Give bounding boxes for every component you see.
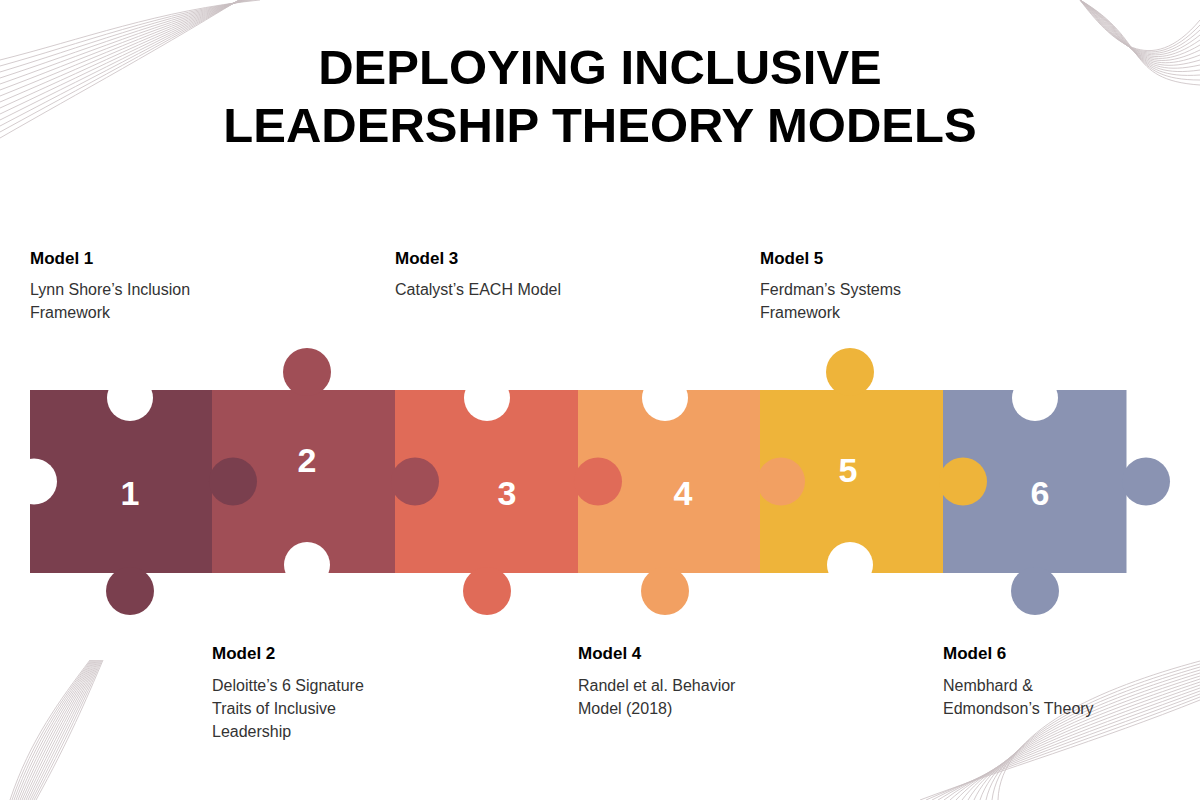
piece-knob [574,458,622,506]
piece-knob [209,458,257,506]
piece-knob [463,567,511,615]
puzzle-pieces [11,348,1170,615]
piece-number: 4 [674,473,693,513]
piece-notch [284,542,330,588]
puzzle-piece: Model 5Ferdman’s Systems Framework5 [760,390,943,573]
model-label: Model 5 [760,248,960,270]
piece-knob [757,458,805,506]
piece-knob [391,458,439,506]
piece-knob [826,348,874,396]
model-label: Model 1 [30,248,230,270]
piece-knob [1011,567,1059,615]
piece-knob [283,348,331,396]
model-description: Nembhard & Edmondson’s Theory [943,674,1133,720]
piece-number: 6 [1031,473,1050,513]
piece-number: 1 [121,473,140,513]
piece-notch [642,375,688,421]
puzzle-piece: Model 6Nembhard & Edmondson’s Theory6 [943,390,1126,573]
model-description: Ferdman’s Systems Framework [760,278,950,324]
piece-notch [827,542,873,588]
puzzle-piece: Model 3Catalyst’s EACH Model3 [395,390,578,573]
piece-notch [464,375,510,421]
puzzle-piece: Model 1Lynn Shore’s Inclusion Framework1 [30,390,213,573]
piece-notch [107,375,153,421]
model-description: Lynn Shore’s Inclusion Framework [30,278,220,324]
model-description: Deloitte’s 6 Signature Traits of Inclusi… [212,674,402,743]
piece-knob [106,567,154,615]
piece-number: 2 [298,440,317,480]
model-label: Model 4 [578,643,778,665]
piece-number: 5 [839,450,858,490]
piece-number: 3 [498,473,517,513]
model-description: Catalyst’s EACH Model [395,278,585,301]
piece-notch [11,459,57,505]
piece-knob [939,458,987,506]
model-label: Model 6 [943,643,1143,665]
piece-notch [1012,375,1058,421]
piece-knob [641,567,689,615]
puzzle-piece: Model 2Deloitte’s 6 Signature Traits of … [212,390,395,573]
title: DEPLOYING INCLUSIVE LEADERSHIP THEORY MO… [180,38,1020,154]
piece-knob [1122,458,1170,506]
model-label: Model 3 [395,248,595,270]
puzzle-piece: Model 4Randel et al. Behavior Model (201… [578,390,761,573]
model-label: Model 2 [212,643,412,665]
model-description: Randel et al. Behavior Model (2018) [578,674,768,720]
